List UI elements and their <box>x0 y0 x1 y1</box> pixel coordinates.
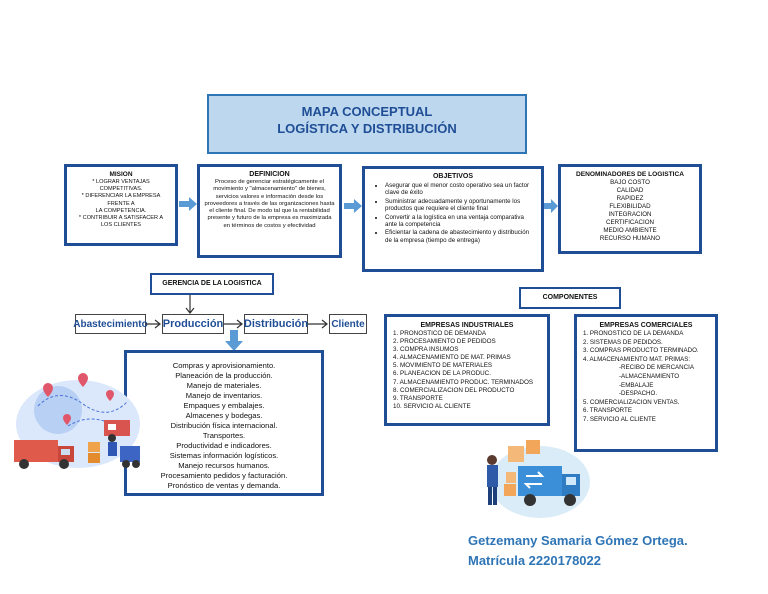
comercial-item: 6. TRANSPORTE <box>583 407 632 415</box>
produccion-item: Manejo de materiales. <box>186 381 262 390</box>
mision-line: LOS CLIENTES <box>100 222 142 229</box>
comercial-item: 7. SERVICIO AL CLIENTE <box>583 415 656 423</box>
comercial-subitem: -EMBALAJE <box>619 381 654 389</box>
industrial-item: 1. PRONOSTICO DE DEMANDA <box>393 330 487 337</box>
produccion-item: Manejo de inventarios. <box>185 391 263 400</box>
componentes-label: COMPONENTES <box>519 287 621 309</box>
industrial-item: 6. PLANEACION DE LA PRODUC. <box>393 370 491 378</box>
definicion-text: Proceso de gerenciar estratégicamente el… <box>204 179 335 229</box>
comercial-item: 2. SISTEMAS DE PEDIDOS. <box>583 338 663 346</box>
comercial-item: 1. PRONOSTICO DE LA DEMANDA <box>583 330 684 337</box>
denominador-item: RAPIDEZ <box>616 195 644 202</box>
produccion-item: Empaques y embalajes. <box>183 401 265 410</box>
produccion-item: Planeación de la producción. <box>175 371 273 380</box>
industriales-box: EMPRESAS INDUSTRIALES 1. PRONOSTICO DE D… <box>384 314 550 426</box>
produccion-item: Sistemas información logísticos. <box>169 451 279 460</box>
mision-line: * DIFERENCIAR LA EMPRESA <box>81 193 161 200</box>
title-box: MAPA CONCEPTUAL LOGÍSTICA Y DISTRIBUCIÓN <box>207 94 527 154</box>
denominador-item: FLEXIBILIDAD <box>609 203 651 210</box>
mision-line: LA COMPETENCIA. <box>95 207 147 214</box>
comerciales-heading: EMPRESAS COMERCIALES <box>599 322 693 329</box>
denominador-item: MEDIO AMBIENTE <box>603 227 657 234</box>
truck-illustration <box>487 440 590 518</box>
mision-heading: MISION <box>109 171 133 178</box>
author-matricula: Matrícula 2220178022 <box>468 553 601 568</box>
objetivo-item: Suministrar adecuadamente y oportunament… <box>385 198 535 213</box>
mision-line: FRENTE A <box>107 200 135 207</box>
produccion-item: Distribución física internacional. <box>170 421 278 430</box>
arrow-right-icon <box>179 197 197 211</box>
objetivo-item: Asegurar que el menor costo operativo se… <box>385 182 535 197</box>
flow-distribucion: Distribución <box>244 314 308 334</box>
produccion-item: Almacenes y bodegas. <box>185 411 263 420</box>
arrow-down-icon <box>225 330 243 351</box>
objetivos-heading: OBJETIVOS <box>432 173 474 180</box>
industrial-item: 4. ALMACENAMIENTO DE MAT. PRIMAS <box>393 354 511 362</box>
industrial-item: 10. SERVICIO AL CLIENTE <box>393 402 471 410</box>
definicion-box: DEFINICION Proceso de gerenciar estratég… <box>197 164 342 258</box>
industrial-item: 9. TRANSPORTE <box>393 394 443 402</box>
mision-line: COMPETITIVAS. <box>99 186 143 193</box>
denominadores-box: DENOMINADORES DE LOGISTICA BAJO COSTO CA… <box>558 164 702 254</box>
denominador-item: BAJO COSTO <box>610 179 650 186</box>
industrial-item: 7. ALMACENAMIENTO PRODUC. TERMINADOS <box>393 378 534 386</box>
comercial-subitem: -ALMACENAMIENTO <box>619 372 680 380</box>
mision-line: * LOGRAR VENTAJAS <box>92 179 150 185</box>
produccion-item: Manejo recursos humanos. <box>178 461 270 470</box>
objetivo-item: Convertir a la logística en una ventaja … <box>385 214 535 229</box>
comercial-item: 5. COMERCIALIZACION VENTAS. <box>583 398 680 406</box>
comercial-item: 4. ALMACENAMIENTO MAT. PRIMAS: <box>583 355 691 363</box>
arrow-right-icon <box>224 319 243 329</box>
denominador-item: CALIDAD <box>616 187 644 194</box>
arrow-right-icon <box>146 319 161 329</box>
mision-box: MISION * LOGRAR VENTAJAS COMPETITIVAS. *… <box>64 164 178 246</box>
gerencia-label: GERENCIA DE LA LOGISTICA <box>150 273 274 295</box>
produccion-item: Compras y aprovisionamiento. <box>172 361 276 370</box>
produccion-item: Transportes. <box>202 431 246 440</box>
produccion-item: Procesamiento pedidos y facturación. <box>160 471 288 480</box>
title-line2: LOGÍSTICA Y DISTRIBUCIÓN <box>277 121 457 136</box>
industrial-item: 5. MOVIMIENTO DE MATERIALES <box>393 362 493 370</box>
produccion-item: Pronóstico de ventas y demanda. <box>167 481 281 490</box>
comerciales-box: EMPRESAS COMERCIALES 1. PRONOSTICO DE LA… <box>574 314 718 452</box>
objetivos-box: OBJETIVOS Asegurar que el menor costo op… <box>362 166 544 272</box>
objetivo-item: Eficientar la cadena de abastecimiento y… <box>385 229 535 244</box>
mision-line: * CONTRIBUIR A SATISFACER A <box>78 215 164 222</box>
industriales-heading: EMPRESAS INDUSTRIALES <box>420 322 514 329</box>
produccion-list-box: Compras y aprovisionamiento. Planeación … <box>124 350 324 496</box>
author-name: Getzemany Samaria Gómez Ortega. <box>468 533 688 548</box>
comercial-subitem: -DESPACHO. <box>619 390 658 398</box>
arrow-right-icon <box>344 199 362 213</box>
denominador-item: INTEGRACION <box>608 211 652 218</box>
flow-cliente: Cliente <box>329 314 367 334</box>
definicion-heading: DEFINICION <box>249 171 290 178</box>
denominadores-heading: DENOMINADORES DE LOGISTICA <box>575 171 685 178</box>
industrial-item: 3. COMPRA INSUMOS <box>393 346 459 354</box>
arrow-right-icon <box>544 199 558 213</box>
industrial-item: 8. COMERCIALIZACION DEL PRODUCTO <box>393 386 515 394</box>
comercial-subitem: -RECIBO DE MERCANCIA <box>619 364 694 372</box>
denominador-item: CERTIFICACION <box>605 219 654 226</box>
comercial-item: 3. COMPRAS PRODUCTO TERMINADO. <box>583 347 699 355</box>
arrow-right-icon <box>308 319 328 329</box>
logistics-illustration <box>14 373 140 469</box>
title-line1: MAPA CONCEPTUAL <box>301 104 433 119</box>
produccion-item: Productividad e indicadores. <box>176 441 272 450</box>
arrow-down-icon <box>185 295 195 314</box>
flow-produccion: Producción <box>162 314 224 334</box>
denominador-item: RECURSO HUMANO <box>599 235 661 242</box>
flow-abastecimiento: Abastecimiento <box>73 314 148 334</box>
industrial-item: 2. PROCESAMIENTO DE PEDIDOS <box>393 338 496 346</box>
